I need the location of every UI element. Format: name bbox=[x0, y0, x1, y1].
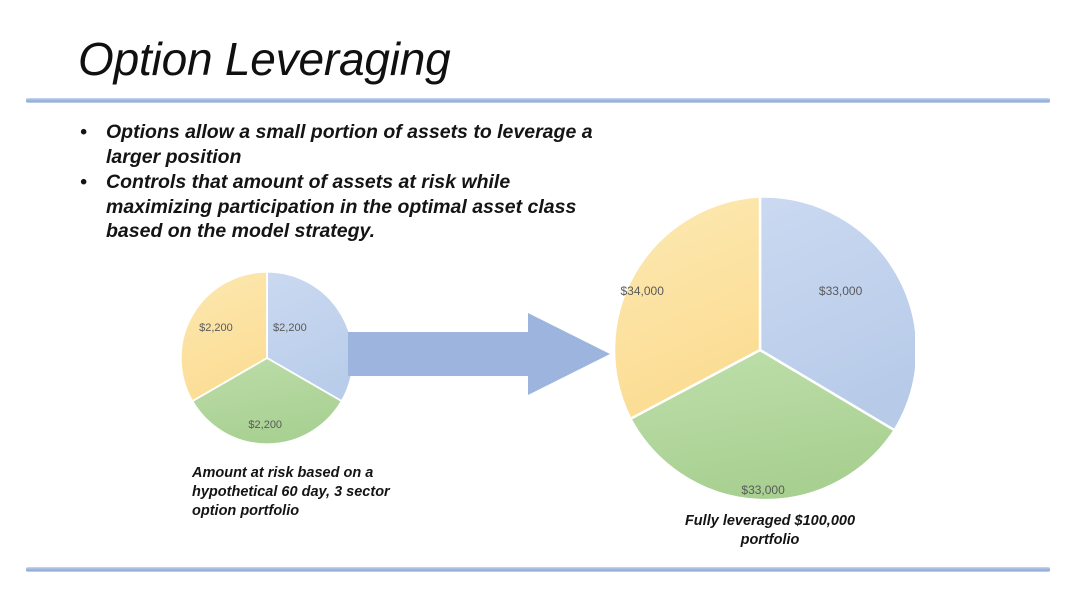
list-item: • Options allow a small portion of asset… bbox=[74, 120, 614, 169]
arrow-right-icon bbox=[348, 310, 610, 398]
arrow-shape bbox=[348, 313, 610, 395]
list-item: • Controls that amount of assets at risk… bbox=[74, 170, 614, 244]
pie-small-svg bbox=[179, 270, 355, 446]
pie-slice-sector-1 bbox=[266, 270, 355, 403]
bullet-text: Controls that amount of assets at risk w… bbox=[106, 171, 577, 242]
arrow-svg bbox=[348, 313, 610, 395]
bullet-text: Options allow a small portion of assets … bbox=[106, 121, 593, 168]
pie-large-svg bbox=[612, 195, 915, 502]
pie-slice-sector-2 bbox=[628, 348, 897, 502]
bullet-marker-icon: • bbox=[80, 121, 87, 143]
pie-slice-sector-3 bbox=[179, 270, 268, 403]
pie-slice-sector-2 bbox=[191, 356, 343, 446]
pie-slice-sector-3 bbox=[612, 195, 762, 421]
caption-large-pie: Fully leveraged $100,000 portfolio bbox=[684, 513, 856, 548]
page-title: Option Leveraging bbox=[78, 33, 451, 85]
divider-top bbox=[26, 98, 1050, 103]
bullet-list: • Options allow a small portion of asset… bbox=[74, 120, 614, 245]
pie-chart-small: $2,200 $2,200 $2,200 bbox=[179, 270, 355, 446]
bullet-marker-icon: • bbox=[80, 171, 87, 193]
divider-bottom bbox=[26, 567, 1050, 572]
pie-chart-large: $33,000 $33,000 $34,000 bbox=[605, 195, 915, 505]
caption-small-pie: Amount at risk based on a hypothetical 6… bbox=[192, 465, 390, 519]
